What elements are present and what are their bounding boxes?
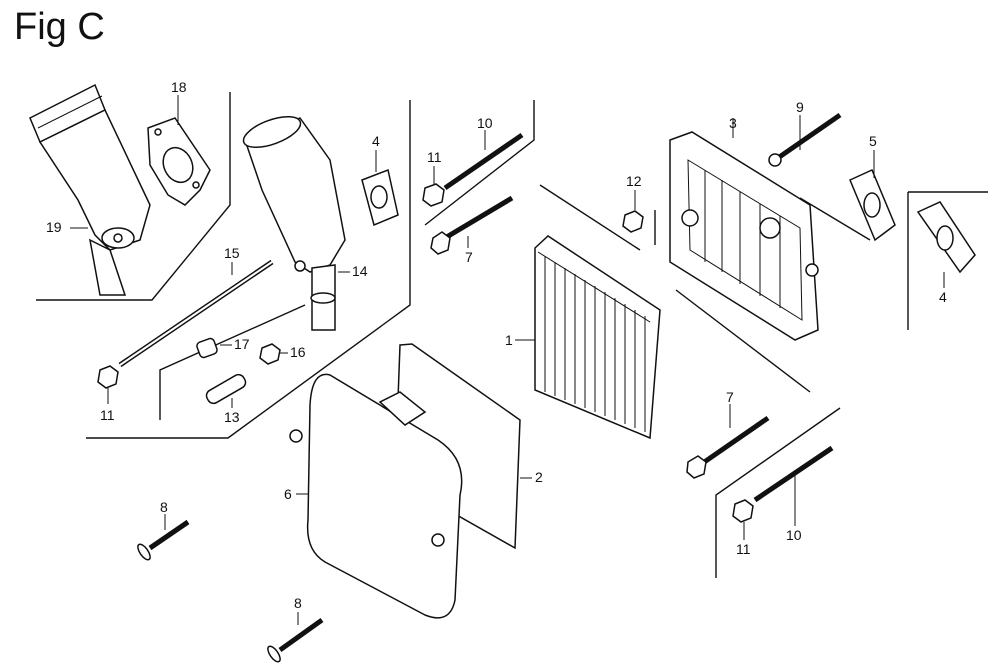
part-4-gasket-right bbox=[916, 201, 976, 274]
callout-13: 13 bbox=[224, 409, 240, 425]
part-7-bolt-lower bbox=[686, 415, 770, 479]
callout-15: 15 bbox=[224, 245, 240, 261]
part-13-pipe bbox=[205, 373, 247, 405]
callout-2: 2 bbox=[535, 469, 543, 485]
part-11-nut-left bbox=[97, 365, 119, 389]
callout-11-top: 11 bbox=[427, 149, 442, 165]
leader-lines bbox=[70, 95, 945, 625]
callout-4-right: 4 bbox=[939, 289, 947, 305]
callout-18: 18 bbox=[171, 79, 187, 95]
callout-8-lower: 8 bbox=[294, 595, 302, 611]
callout-7-lower: 7 bbox=[726, 389, 734, 405]
callout-17: 17 bbox=[234, 336, 250, 352]
callout-9: 9 bbox=[796, 99, 804, 115]
callout-3: 3 bbox=[729, 115, 737, 131]
part-4-gasket-left bbox=[361, 168, 399, 227]
callout-10-lower: 10 bbox=[786, 527, 802, 543]
part-12-nut bbox=[622, 210, 644, 233]
callout-6: 6 bbox=[284, 486, 292, 502]
part-18-gasket bbox=[147, 117, 211, 206]
part-8-bolt-upper bbox=[137, 519, 190, 561]
callout-labels: 18 19 15 4 14 17 16 13 11 10 11 7 1 2 6 … bbox=[46, 79, 947, 611]
callout-14: 14 bbox=[352, 263, 368, 279]
callout-10-top: 10 bbox=[477, 115, 493, 131]
callout-7-top: 7 bbox=[465, 249, 473, 265]
part-3-cleaner-case bbox=[669, 131, 819, 341]
part-7-bolt-top bbox=[430, 195, 514, 255]
group-frame-lines bbox=[36, 92, 988, 578]
part-11-nut-lower bbox=[732, 499, 754, 523]
part-5-gasket bbox=[849, 168, 896, 242]
callout-12: 12 bbox=[626, 173, 642, 189]
part-11-nut-top bbox=[422, 183, 445, 207]
callout-5: 5 bbox=[869, 133, 877, 149]
callout-1: 1 bbox=[505, 332, 513, 348]
callout-11-lower: 11 bbox=[736, 541, 751, 557]
part-8-bolt-lower bbox=[267, 617, 324, 663]
callout-4-left: 4 bbox=[372, 133, 380, 149]
callout-16: 16 bbox=[290, 344, 306, 360]
part-14-intake-elbow bbox=[242, 116, 346, 331]
part-17-collar bbox=[196, 337, 218, 359]
part-10-bolt-lower bbox=[753, 445, 834, 503]
part-6-air-cleaner-cover bbox=[289, 373, 463, 619]
callout-11-left: 11 bbox=[100, 407, 115, 423]
part-10-bolt-top bbox=[443, 132, 524, 191]
part-19-intake-elbow bbox=[29, 83, 151, 296]
callout-8-upper: 8 bbox=[160, 499, 168, 515]
callout-19: 19 bbox=[46, 219, 62, 235]
part-9-breather bbox=[768, 112, 842, 167]
part-15-stud bbox=[118, 259, 274, 368]
part-16-nut bbox=[259, 343, 281, 365]
part-1-filter-element bbox=[534, 235, 661, 440]
figure-title: Fig C bbox=[14, 6, 105, 48]
